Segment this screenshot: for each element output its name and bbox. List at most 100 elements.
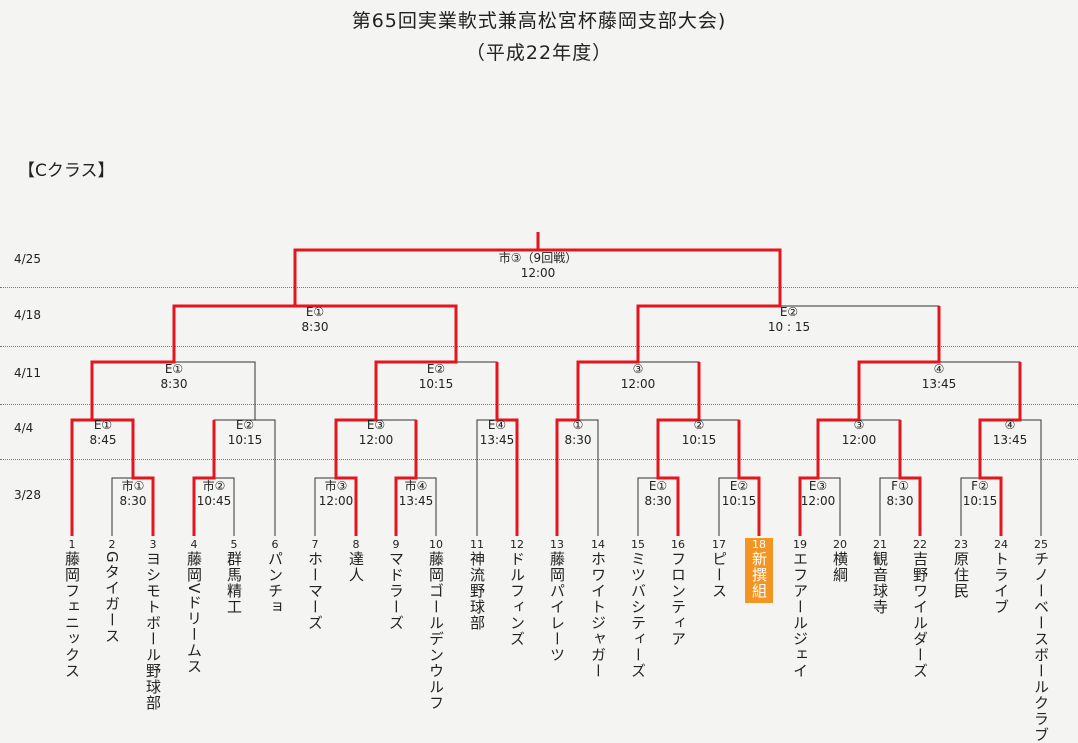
- winner-path: [495, 362, 519, 536]
- tournament-subtitle: （平成22年度）: [465, 42, 613, 64]
- team-name: エフアールジェイ: [791, 551, 809, 679]
- team-name: ドルフィンズ: [508, 551, 526, 647]
- winner-path: [295, 304, 458, 536]
- date-label: 4/4: [14, 421, 34, 435]
- team-name: マドラーズ: [387, 551, 405, 631]
- date-rule: [0, 346, 1078, 347]
- team-name: ミツバシティーズ: [629, 551, 647, 679]
- team-number: 13: [550, 538, 564, 551]
- team-name: フロンティア: [669, 551, 687, 647]
- winner-path: [90, 232, 540, 420]
- team-name: Gタイガース: [103, 551, 121, 644]
- team-name: 藤岡ゴールデンウルフ: [427, 551, 445, 711]
- team-number: 24: [994, 538, 1008, 551]
- winner-path: [656, 362, 701, 536]
- team-name: 群馬精工: [225, 551, 243, 615]
- team-number: 22: [913, 538, 927, 551]
- date-rule: [0, 459, 1078, 460]
- team-number: 2: [108, 538, 116, 551]
- tournament-title: 第65回実業軟式兼高松宮杯藤岡支部大会): [351, 10, 727, 32]
- team-name: 藤岡フェニックス: [63, 551, 81, 679]
- team-number: 16: [671, 538, 685, 551]
- team-name: 横綱: [831, 551, 849, 583]
- winner-path: [70, 418, 155, 536]
- team-number: 17: [712, 538, 726, 551]
- team-name: 吉野ワイルダーズ: [911, 551, 929, 679]
- team-number: 25: [1034, 538, 1048, 551]
- team-number: 4: [190, 538, 198, 551]
- team-number: 15: [631, 538, 645, 551]
- team-number: 5: [230, 538, 238, 551]
- team-number: 11: [470, 538, 484, 551]
- winner-path: [798, 306, 941, 536]
- team-number: 14: [591, 538, 605, 551]
- final-match-label: 市③（9回戦）12:00: [498, 251, 578, 280]
- class-label: 【Cクラス】: [18, 161, 115, 181]
- team-number: 1: [68, 538, 76, 551]
- team-name: ホーマーズ: [306, 551, 324, 631]
- team-number: 12: [510, 538, 524, 551]
- team-name: 神流野球部: [468, 551, 486, 631]
- winner-path: [192, 420, 216, 536]
- date-rule: [0, 404, 1078, 405]
- team-number: 18: [752, 538, 766, 551]
- team-number: 10: [429, 538, 443, 551]
- date-rule: [0, 287, 1078, 288]
- winner-path: [978, 362, 1022, 536]
- date-label: 4/25: [14, 252, 41, 266]
- winner-path: [538, 248, 782, 536]
- team-name: 観音球寺: [871, 551, 889, 615]
- team-number: 3: [149, 538, 157, 551]
- winner-path: [737, 420, 761, 536]
- team-name: 藤岡パイレーツ: [548, 551, 566, 663]
- team-name: ホワイトジャガー: [589, 551, 607, 679]
- team-number: 20: [833, 538, 847, 551]
- team-name: 達人: [347, 551, 365, 583]
- date-label: 4/18: [14, 308, 41, 322]
- team-name: チノーベースボールクラブ: [1032, 551, 1050, 743]
- team-number: 19: [793, 538, 807, 551]
- winner-path: [394, 420, 418, 536]
- team-number: 7: [311, 538, 319, 551]
- date-label: 4/11: [14, 366, 41, 380]
- date-label: 3/28: [14, 488, 41, 502]
